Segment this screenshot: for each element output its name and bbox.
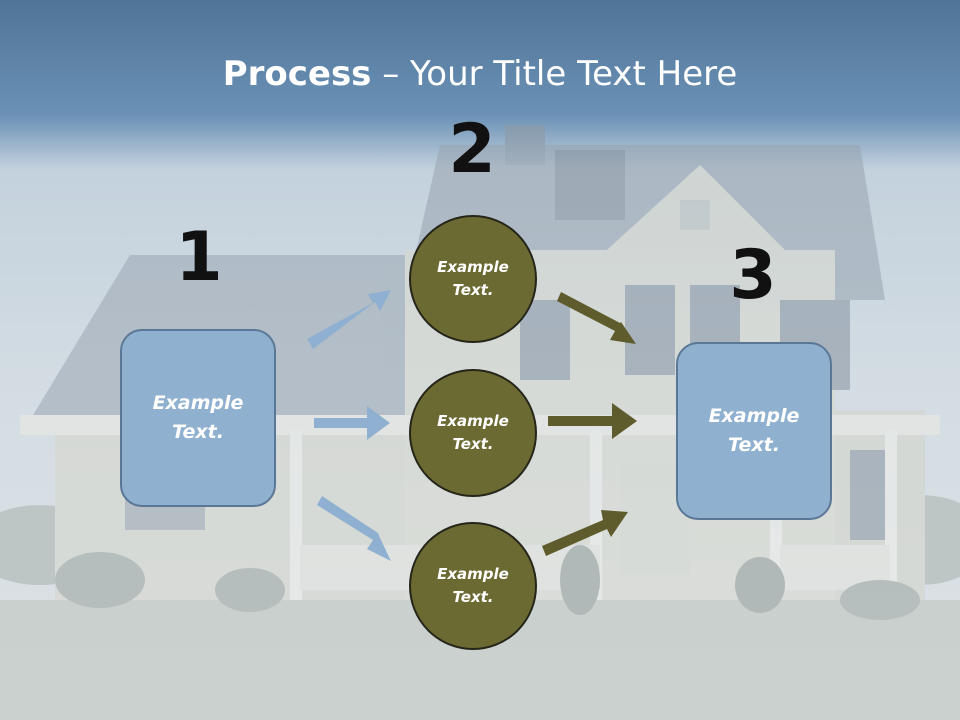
step-number-3: 3 <box>729 236 777 315</box>
circle-1-text: Example Text. <box>437 258 509 299</box>
circle-3-text: Example Text. <box>437 565 509 606</box>
left-box-text: Example Text. <box>152 392 244 443</box>
arrow-box-to-circle-1 <box>307 290 391 349</box>
right-text-box: Example Text. <box>676 342 832 520</box>
circle-2-text: Example Text. <box>437 412 509 453</box>
arrow-circle-1-to-box <box>557 292 636 344</box>
arrow-circle-3-to-box <box>542 510 628 556</box>
slide-title: Process – Your Title Text Here <box>0 52 960 96</box>
title-rest: – Your Title Text Here <box>371 54 738 94</box>
arrow-circle-2-to-box <box>548 403 637 439</box>
right-box-text: Example Text. <box>708 405 800 456</box>
step-number-1: 1 <box>175 218 223 297</box>
title-bold: Process <box>222 54 372 94</box>
left-text-box: Example Text. <box>120 329 276 507</box>
process-circle-3: Example Text. <box>409 522 537 650</box>
step-number-2: 2 <box>448 110 496 189</box>
process-circle-1: Example Text. <box>409 215 537 343</box>
process-circle-2: Example Text. <box>409 369 537 497</box>
arrow-box-to-circle-2 <box>314 406 390 440</box>
arrow-box-to-circle-3 <box>317 496 391 561</box>
